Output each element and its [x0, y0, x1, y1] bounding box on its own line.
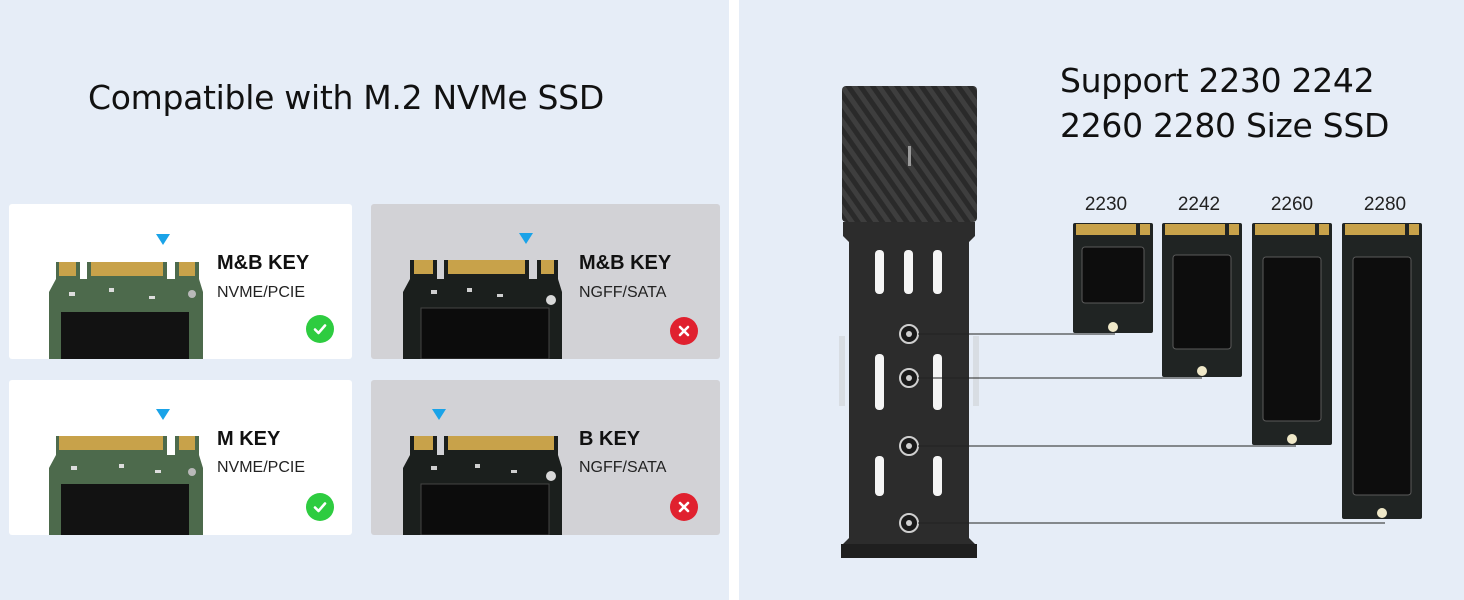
compatibility-title: Compatible with M.2 NVMe SSD: [88, 78, 604, 117]
compatibility-panel: Compatible with M.2 NVMe SSD M&B KEY NVM…: [0, 0, 729, 600]
key-type-label: B KEY: [579, 428, 641, 450]
size-label-2280: 2280: [1363, 194, 1407, 215]
size-connector-lines: [918, 333, 1385, 524]
card-m-key-nvme: M KEY NVME/PCIE: [9, 380, 352, 535]
size-support-title-line2: 2260 2280 Size SSD: [1060, 106, 1390, 145]
ssd-m-key-image: [49, 436, 203, 535]
ssd-2260-image: [1252, 223, 1332, 445]
size-label-2260: 2260: [1270, 194, 1314, 215]
card-b-key-sata: B KEY NGFF/SATA: [371, 380, 720, 535]
x-circle-icon: [670, 317, 698, 345]
x-circle-icon: [670, 493, 698, 521]
key-notch-marker-icon: [519, 233, 533, 244]
ssd-2230-image: [1073, 223, 1153, 333]
key-notch-marker-icon: [156, 234, 170, 245]
key-type-label: M&B KEY: [579, 252, 672, 274]
check-circle-icon: [306, 493, 334, 521]
interface-label: NVME/PCIE: [217, 459, 306, 476]
card-mb-key-nvme: M&B KEY NVME/PCIE: [9, 204, 352, 359]
enclosure-tray-image: [839, 86, 979, 558]
ssd-mb-key-sata-image: [403, 260, 562, 359]
ssd-b-key-image: [403, 436, 562, 535]
key-notch-marker-icon: [432, 409, 446, 420]
ssd-2242-image: [1162, 223, 1242, 377]
size-support-title: Support 2230 2242 2260 2280 Size SSD: [1060, 58, 1389, 148]
interface-label: NVME/PCIE: [217, 284, 306, 301]
ssd-2280-image: [1342, 223, 1422, 519]
interface-label: NGFF/SATA: [579, 459, 667, 476]
size-support-title-line1: Support 2230 2242: [1060, 61, 1375, 100]
ssd-mb-key-image: [49, 262, 203, 359]
key-type-label: M&B KEY: [217, 252, 310, 274]
check-circle-icon: [306, 315, 334, 343]
key-type-label: M KEY: [217, 428, 281, 450]
size-label-2230: 2230: [1084, 194, 1128, 215]
size-label-2242: 2242: [1177, 194, 1221, 215]
interface-label: NGFF/SATA: [579, 284, 667, 301]
key-notch-marker-icon: [156, 409, 170, 420]
card-mb-key-sata: M&B KEY NGFF/SATA: [371, 204, 720, 359]
size-support-panel: Support 2230 2242 2260 2280 Size SSD: [739, 0, 1464, 600]
